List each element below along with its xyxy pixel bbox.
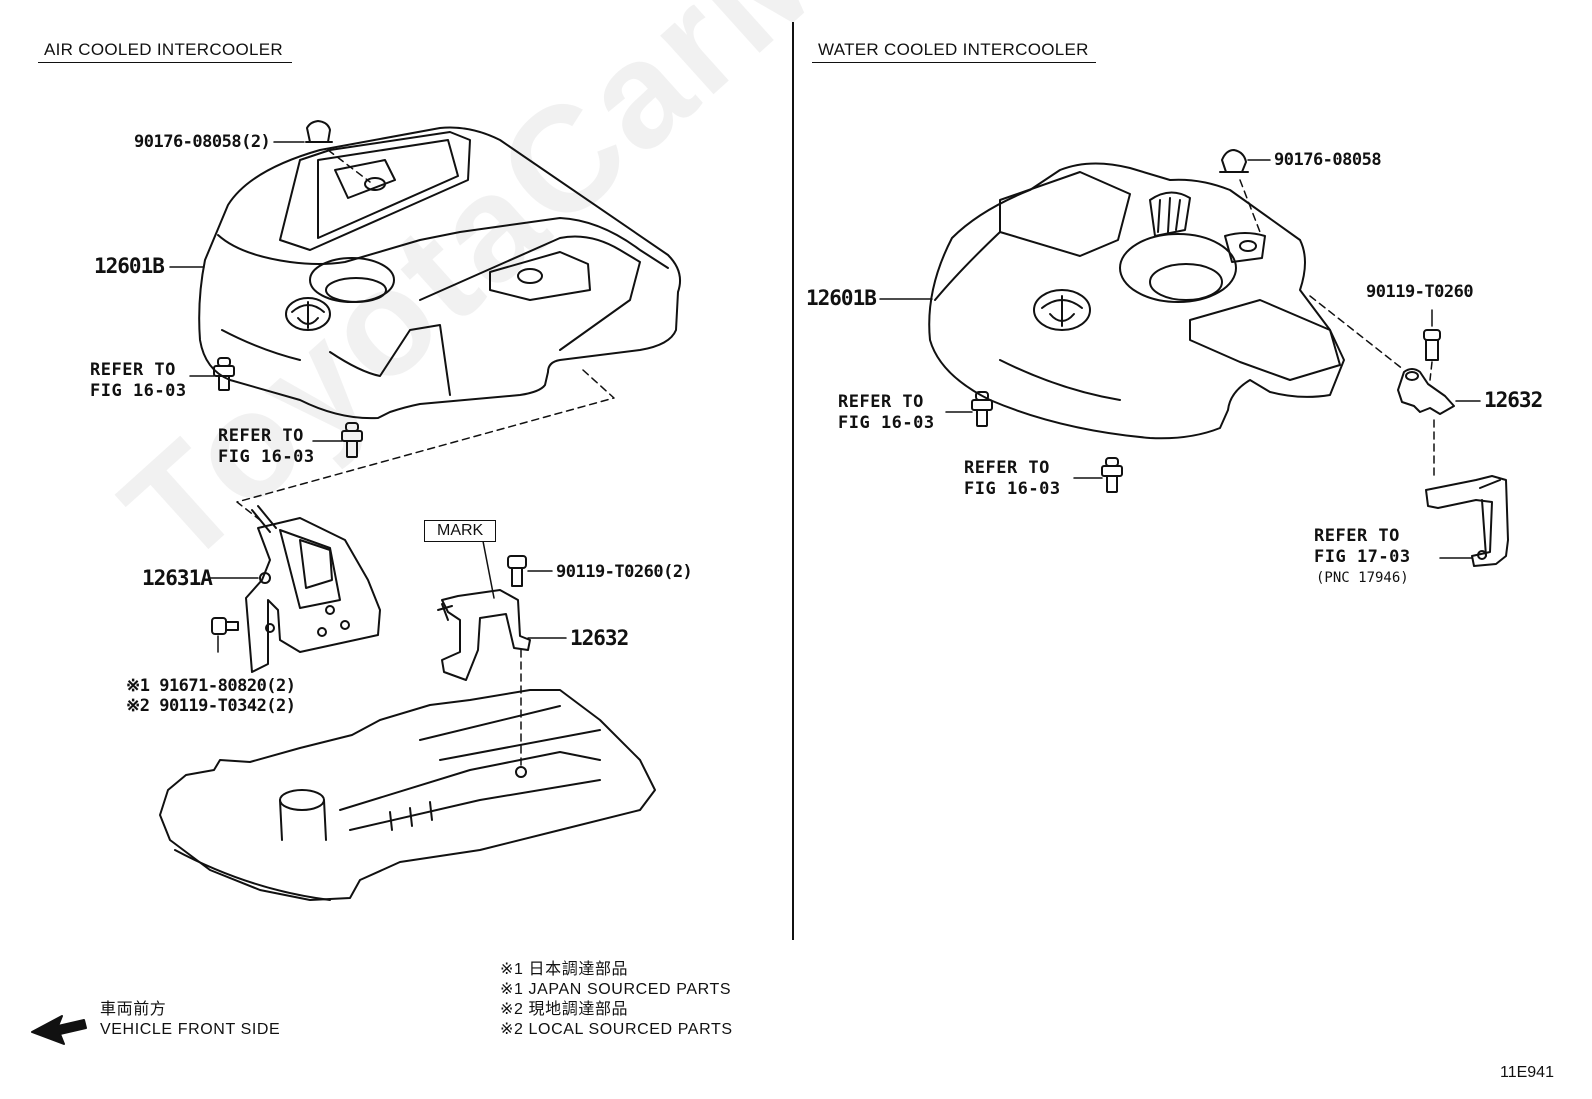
right-bracket-12632 [1397,368,1455,415]
left-bracket-12631a [245,505,381,673]
right-pnc-label: (PNC 17946) [1316,570,1409,586]
left-note-bolt-2: ※2 90119-T0342(2) [126,696,296,716]
right-grommet-2-icon [1101,457,1123,493]
right-refer-2-line2: FIG 16-03 [964,479,1061,499]
section-divider [792,22,794,940]
right-clip-part-label: 90176-08058 [1274,150,1382,170]
left-bracket-a-part-label: 12631A [142,566,213,590]
legend-line-4: ※2 LOCAL SOURCED PARTS [500,1021,733,1038]
left-bracket-12632 [437,535,531,681]
left-refer-1-line2: FIG 16-03 [90,381,187,401]
left-refer-2-line1: REFER TO [218,426,304,446]
right-engine-cover [928,162,1345,440]
left-clip-part-label: 90176-08058(2) [134,132,271,152]
right-refer-1: REFER TO FIG 16-03 [838,392,935,434]
direction-label: 車両前方 VEHICLE FRONT SIDE [100,1000,280,1040]
left-grommet-2-icon [341,422,363,458]
section-title-air-cooled-underline [38,62,292,63]
left-clip-icon [305,120,333,143]
left-bracket-b-part-label: 12632 [570,626,629,650]
left-refer-2-line2: FIG 16-03 [218,447,315,467]
direction-label-jp: 車両前方 [100,1001,167,1018]
left-refer-2: REFER TO FIG 16-03 [218,426,315,468]
right-refer-1-line1: REFER TO [838,392,924,412]
right-clip-icon [1219,149,1249,173]
legend-line-3: ※2 現地調達部品 [500,1001,629,1018]
left-refer-1-line1: REFER TO [90,360,176,380]
right-refer-2: REFER TO FIG 16-03 [964,458,1061,500]
front-side-arrow-icon [31,1015,87,1045]
left-bolt-91671-icon [211,617,239,635]
left-cylinder-head-cover [159,689,656,901]
legend-line-1: ※1 日本調達部品 [500,961,629,978]
direction-label-en: VEHICLE FRONT SIDE [100,1021,281,1038]
left-bolt-part-label: 90119-T0260(2) [556,562,693,582]
right-bolt-90119-icon [1423,329,1441,361]
right-grommet-1-icon [971,391,993,427]
section-title-water-cooled: WATER COOLED INTERCOOLER [818,40,1089,59]
right-lower-bracket [1425,475,1509,567]
right-refer-3-line2: FIG 17-03 [1314,547,1411,567]
section-title-air-cooled: AIR COOLED INTERCOOLER [44,40,283,59]
left-engine-cover [198,126,681,420]
right-refer-3-line1: REFER TO [1314,526,1400,546]
right-refer-3: REFER TO FIG 17-03 [1314,526,1411,568]
mark-label-box: MARK [424,520,497,542]
right-bracket-part-label: 12632 [1484,388,1543,412]
legend: ※1 日本調達部品 ※1 JAPAN SOURCED PARTS ※2 現地調達… [500,960,733,1040]
left-refer-1: REFER TO FIG 16-03 [90,360,187,402]
right-bolt-part-label: 90119-T0260 [1366,282,1474,302]
section-title-water-cooled-underline [812,62,1096,63]
right-refer-2-line1: REFER TO [964,458,1050,478]
right-refer-1-line2: FIG 16-03 [838,413,935,433]
left-note-bolt-1: ※1 91671-80820(2) [126,676,296,696]
right-cover-part-label: 12601B [806,286,877,310]
left-bolt-90119-icon [507,555,527,587]
figure-id: 11E941 [1500,1064,1554,1081]
legend-line-2: ※1 JAPAN SOURCED PARTS [500,981,732,998]
left-grommet-1-icon [213,357,235,391]
left-cover-part-label: 12601B [94,254,165,278]
